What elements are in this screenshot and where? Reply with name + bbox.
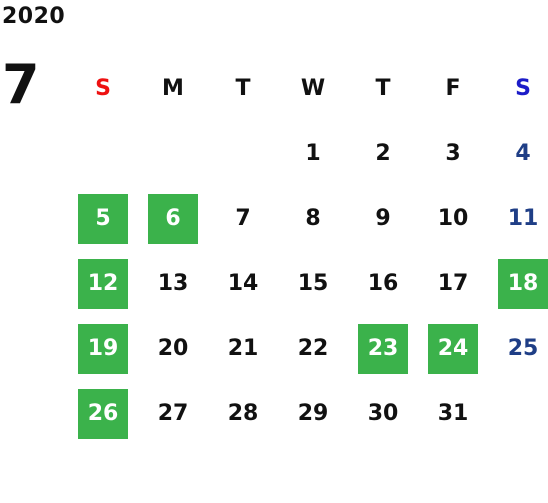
day-cell: 30 — [348, 381, 418, 446]
highlighted-date-number: 26 — [78, 388, 128, 439]
highlighted-date-number: 5 — [78, 193, 128, 244]
date-number: 17 — [437, 271, 469, 296]
date-number: 28 — [227, 401, 259, 426]
date-number: 1 — [305, 141, 321, 166]
date-number: 9 — [375, 206, 391, 231]
day-cell: 18 — [488, 251, 548, 316]
day-cell: 16 — [348, 251, 418, 316]
day-cell: 27 — [138, 381, 208, 446]
date-number: 2 — [375, 141, 391, 166]
day-cell: 23 — [348, 316, 418, 381]
highlighted-date-number: 12 — [78, 258, 128, 309]
day-cell: 26 — [68, 381, 138, 446]
day-cell: 1 — [278, 121, 348, 186]
weekday-header-tue: T — [235, 76, 251, 101]
date-number: 22 — [297, 336, 329, 361]
day-cell: 9 — [348, 186, 418, 251]
day-cell: 10 — [418, 186, 488, 251]
date-number: 7 — [235, 206, 251, 231]
day-cell: 20 — [138, 316, 208, 381]
day-cell: 5 — [68, 186, 138, 251]
weekday-header-wed: W — [300, 76, 326, 101]
weekday-header-mon: M — [162, 76, 184, 101]
highlighted-date-number: 18 — [498, 258, 548, 309]
weekday-header-sun: S — [95, 76, 111, 101]
day-cell: 14 — [208, 251, 278, 316]
day-cell: 24 — [418, 316, 488, 381]
day-cell: 28 — [208, 381, 278, 446]
date-number: 14 — [227, 271, 259, 296]
date-number: 20 — [157, 336, 189, 361]
day-cell: 25 — [488, 316, 548, 381]
date-number: 8 — [305, 206, 321, 231]
highlighted-date-number: 6 — [148, 193, 198, 244]
date-number: 4 — [515, 141, 531, 166]
day-cell: 31 — [418, 381, 488, 446]
day-cell: 6 — [138, 186, 208, 251]
date-number: 16 — [367, 271, 399, 296]
date-number: 10 — [437, 206, 469, 231]
day-cell: 11 — [488, 186, 548, 251]
day-cell: 29 — [278, 381, 348, 446]
highlighted-date-number: 24 — [428, 323, 478, 374]
date-number: 13 — [157, 271, 189, 296]
day-cell: 8 — [278, 186, 348, 251]
date-number: 25 — [507, 336, 539, 361]
year-label: 2020 — [2, 4, 66, 29]
weekday-header-fri: F — [445, 76, 461, 101]
date-number: 31 — [437, 401, 469, 426]
date-number: 3 — [445, 141, 461, 166]
day-cell: 7 — [208, 186, 278, 251]
day-cell: 13 — [138, 251, 208, 316]
date-number: 27 — [157, 401, 189, 426]
month-label: 7 — [2, 53, 40, 116]
highlighted-date-number: 19 — [78, 323, 128, 374]
weekday-header-sat: S — [515, 76, 531, 101]
day-cell: 17 — [418, 251, 488, 316]
day-cell: 2 — [348, 121, 418, 186]
date-number: 29 — [297, 401, 329, 426]
highlighted-date-number: 23 — [358, 323, 408, 374]
day-cell: 21 — [208, 316, 278, 381]
date-number: 21 — [227, 336, 259, 361]
date-number: 15 — [297, 271, 329, 296]
date-number: 30 — [367, 401, 399, 426]
day-cell: 15 — [278, 251, 348, 316]
day-cell: 22 — [278, 316, 348, 381]
day-cell: 3 — [418, 121, 488, 186]
date-number: 11 — [507, 206, 539, 231]
day-cell: 12 — [68, 251, 138, 316]
day-cell: 4 — [488, 121, 548, 186]
weekday-header-thu: T — [375, 76, 391, 101]
day-cell: 19 — [68, 316, 138, 381]
